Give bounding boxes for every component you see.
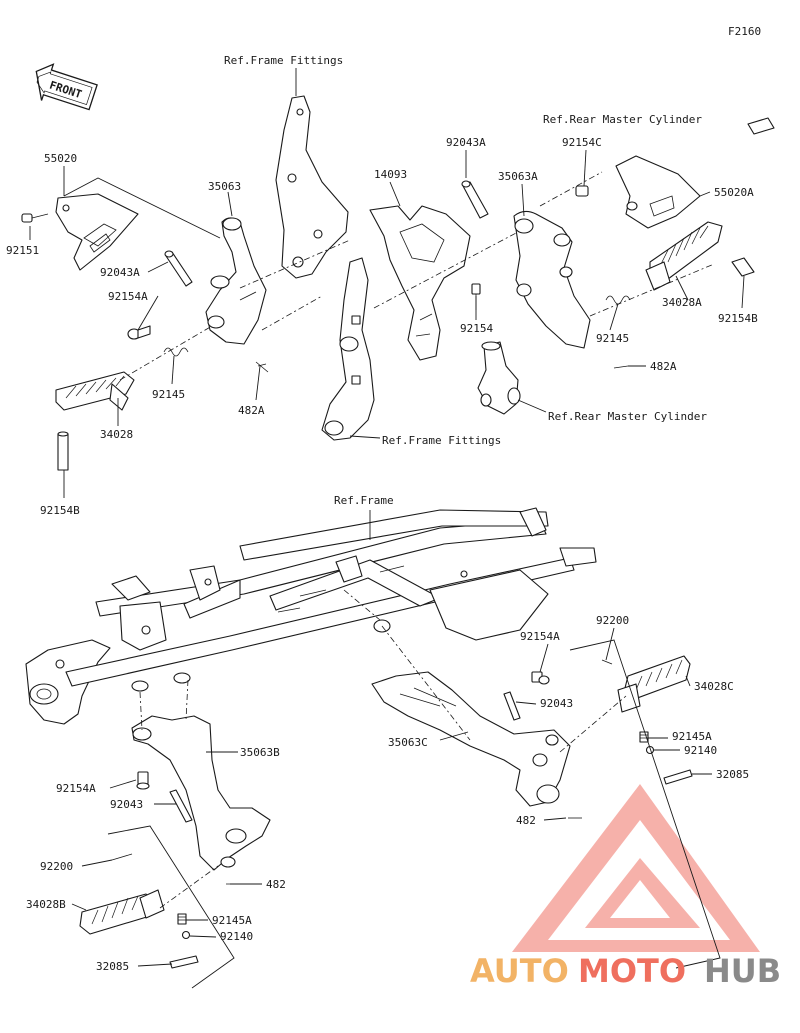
footpeg-34028A <box>645 221 723 291</box>
label-35063C: 35063C <box>388 736 428 749</box>
frame-fitting-upper <box>275 95 349 279</box>
ball-92140-left <box>181 930 191 940</box>
main-frame <box>25 507 597 725</box>
footpeg-34028B <box>79 889 165 935</box>
spring-92145-right <box>605 295 631 305</box>
pin-92043-right <box>503 691 521 721</box>
label-ref-frame-fittings-top: Ref.Frame Fittings <box>224 54 343 67</box>
label-32085-left: 32085 <box>96 960 129 973</box>
pin-92043-left <box>169 789 193 823</box>
label-92154C: 92154C <box>562 136 602 149</box>
label-482-left: 482 <box>266 878 286 891</box>
spring-92145A-left <box>177 913 187 925</box>
footpeg-bracket-35063 <box>205 217 267 345</box>
leader-lines <box>29 68 745 967</box>
bolt-92154C <box>575 185 589 197</box>
clip-32085-right <box>663 769 693 785</box>
watermark-text: AUTO MOTO HUB <box>470 952 781 990</box>
footpeg-bracket-35063C <box>371 671 571 807</box>
label-ref-rear-master-cylinder-mid: Ref.Rear Master Cylinder <box>548 410 707 423</box>
group-brackets <box>63 177 721 989</box>
label-14093: 14093 <box>374 168 407 181</box>
label-482A-left: 482A <box>238 404 265 417</box>
cotter-482A-right <box>613 365 629 369</box>
heel-guard-55020 <box>55 193 139 271</box>
ball-92140-right <box>645 745 655 755</box>
label-482-right: 482 <box>516 814 536 827</box>
label-92140-left: 92140 <box>220 930 253 943</box>
watermark-auto: AUTO <box>470 952 569 990</box>
clip-32085-left <box>169 955 199 969</box>
label-35063: 35063 <box>208 180 241 193</box>
pin-92154B-left <box>57 431 69 471</box>
label-ref-frame: Ref.Frame <box>334 494 394 507</box>
cotter-482A-left <box>255 361 269 373</box>
label-92145-left: 92145 <box>152 388 185 401</box>
label-92145A-left: 92145A <box>212 914 252 927</box>
bolt-92154A-lower <box>531 671 550 685</box>
label-32085-right: 32085 <box>716 768 749 781</box>
label-92151: 92151 <box>6 244 39 257</box>
label-ref-frame-fittings-mid: Ref.Frame Fittings <box>382 434 501 447</box>
label-92154B-right: 92154B <box>718 312 758 325</box>
part-labels: Ref.Frame Fittings Ref.Rear Master Cylin… <box>6 54 758 973</box>
label-35063A: 35063A <box>498 170 538 183</box>
label-92154A-left: 92154A <box>108 290 148 303</box>
spring-92145-left <box>163 347 189 357</box>
assembly-lines <box>119 171 715 909</box>
label-55020A: 55020A <box>714 186 754 199</box>
label-482A-right: 482A <box>650 360 677 373</box>
label-ref-rear-master-cylinder-top: Ref.Rear Master Cylinder <box>543 113 702 126</box>
label-92043A-left: 92043A <box>100 266 140 279</box>
label-92140-right: 92140 <box>684 744 717 757</box>
label-92200-right: 92200 <box>596 614 629 627</box>
bolt-ref-rear-master-cylinder <box>747 117 775 135</box>
label-92043-left: 92043 <box>110 798 143 811</box>
guard-14093 <box>369 205 471 361</box>
label-92200-left: 92200 <box>40 860 73 873</box>
label-92145-right: 92145 <box>596 332 629 345</box>
bolt-92151 <box>21 213 49 223</box>
label-92154A-lower: 92154A <box>520 630 560 643</box>
pin-92200-left <box>111 853 133 861</box>
footpeg-34028C <box>617 655 691 713</box>
footpeg-bracket-35063A <box>513 210 591 349</box>
watermark-logo <box>512 784 760 952</box>
label-34028A: 34028A <box>662 296 702 309</box>
label-34028C: 34028C <box>694 680 734 693</box>
rear-master-cylinder <box>477 341 521 415</box>
label-92154: 92154 <box>460 322 493 335</box>
diagram-code: F2160 <box>728 25 761 38</box>
footpeg-bracket-35063B <box>131 715 271 871</box>
label-92154A-bottom: 92154A <box>56 782 96 795</box>
heel-guard-55020A <box>615 155 701 229</box>
watermark-hub: HUB <box>704 952 781 990</box>
label-92043A-right: 92043A <box>446 136 486 149</box>
front-arrow-icon: FRONT <box>35 63 98 111</box>
watermark-moto: MOTO <box>578 952 686 990</box>
label-34028: 34028 <box>100 428 133 441</box>
label-92043-right: 92043 <box>540 697 573 710</box>
label-55020: 55020 <box>44 152 77 165</box>
label-35063B: 35063B <box>240 746 280 759</box>
pin-92043A-right <box>461 180 489 219</box>
label-92154B-left: 92154B <box>40 504 80 517</box>
footpeg-34028 <box>55 371 135 411</box>
pin-92043A-left <box>164 250 193 287</box>
pin-92154B-right <box>731 257 755 277</box>
label-92145A-right: 92145A <box>672 730 712 743</box>
bolt-92154A-left <box>127 325 151 340</box>
frame-fitting-lower <box>321 257 375 441</box>
pin-92200-right <box>601 659 613 665</box>
label-34028B: 34028B <box>26 898 66 911</box>
bolt-92154A-bottom <box>136 771 150 790</box>
